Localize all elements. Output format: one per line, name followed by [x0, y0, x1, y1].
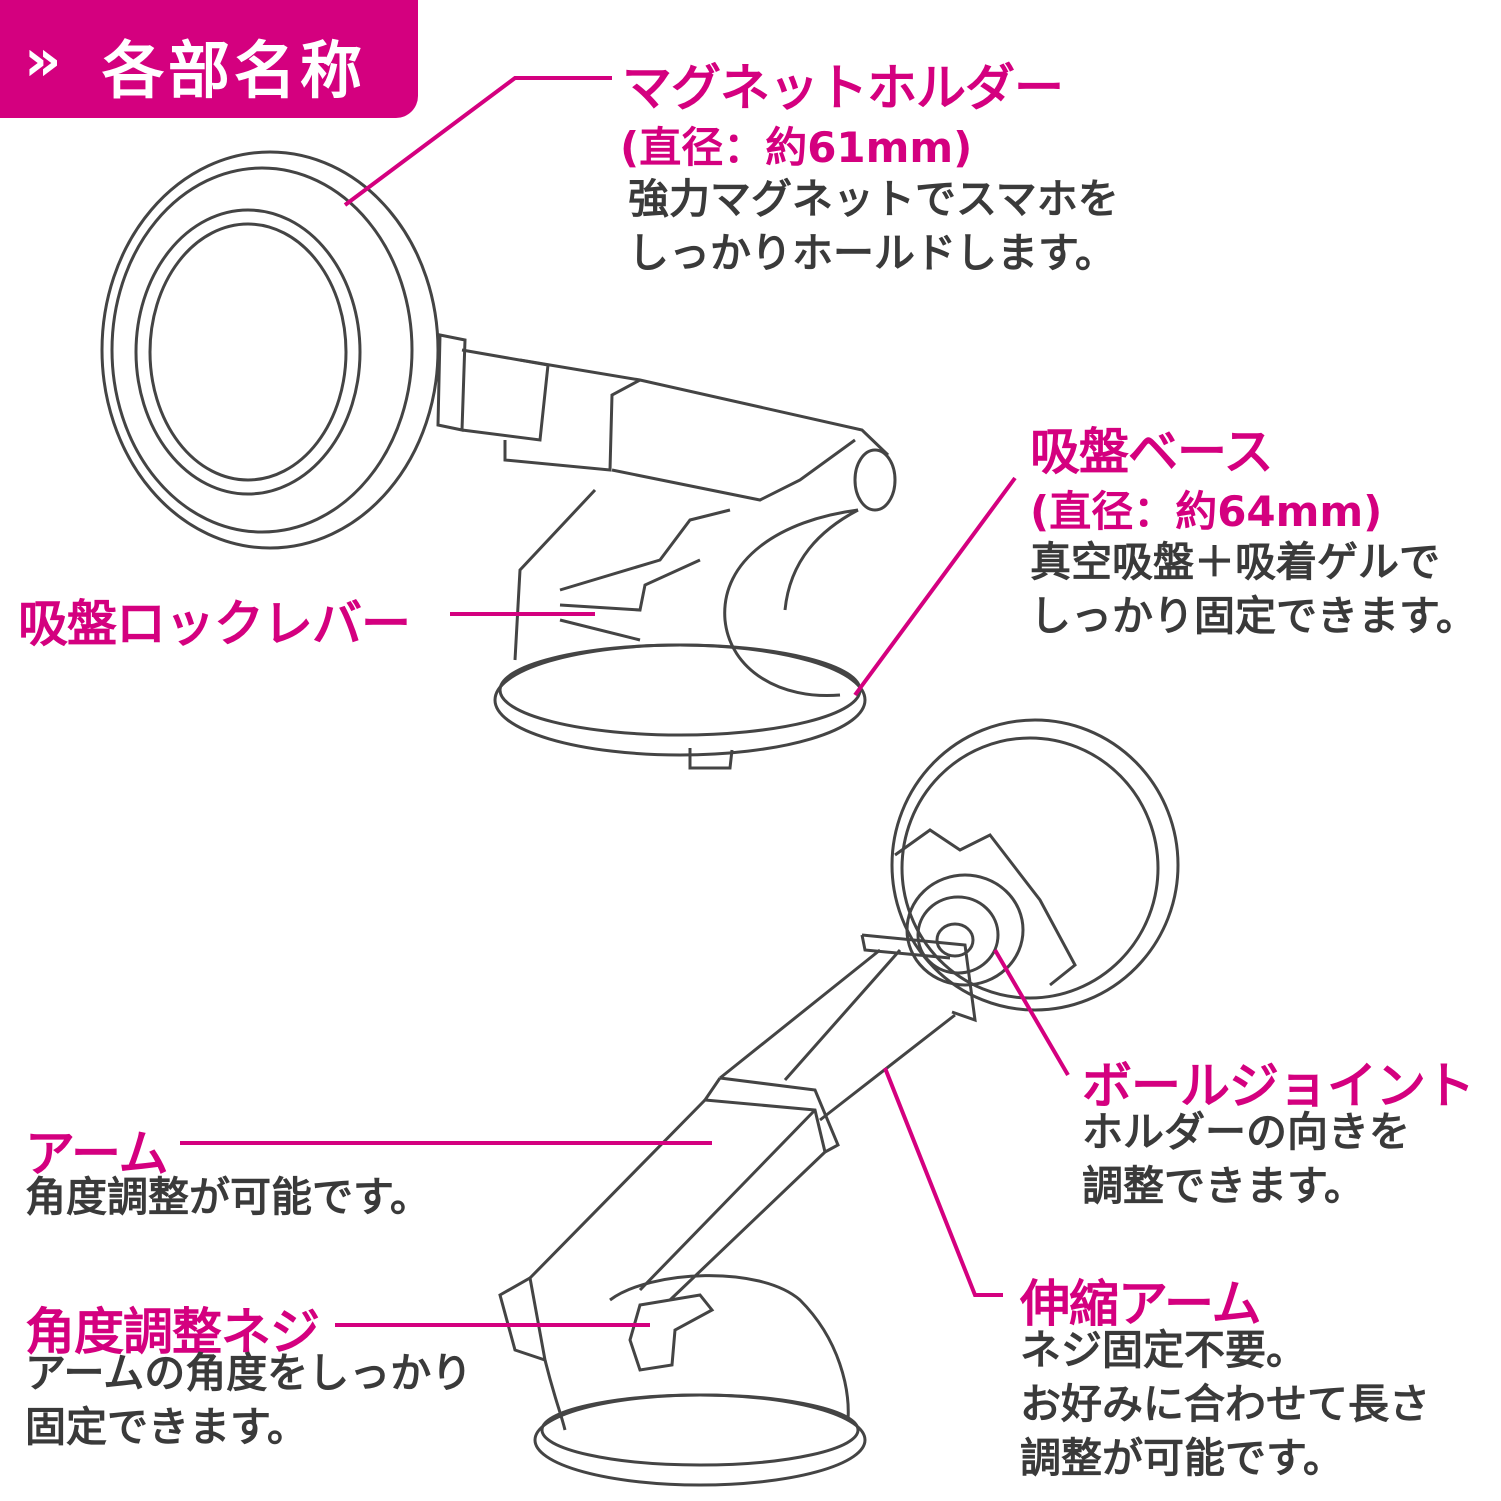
section-header: » 各部名称: [0, 0, 418, 118]
desc-line: アームの角度をしっかり: [25, 1349, 473, 1397]
desc-telescopic-arm: ネジ固定不要。 お好みに合わせて長さ 調整が可能です。: [1020, 1323, 1430, 1485]
leader-magnet-holder: [343, 76, 612, 207]
label-telescopic-arm: 伸縮アーム: [1020, 1275, 1261, 1333]
desc-ball-joint: ホルダーの向きを 調整できます。: [1082, 1105, 1410, 1213]
desc-line: お好みに合わせて長さ: [1020, 1380, 1430, 1428]
label-magnet-holder: マグネットホルダー: [622, 59, 1064, 117]
label-lock-lever: 吸盤ロックレバー: [18, 595, 411, 653]
spec-suction-base: (直径：約64mm): [1030, 487, 1383, 536]
desc-arm: 角度調整が可能です。: [25, 1170, 431, 1224]
desc-line: 固定できます。: [25, 1403, 308, 1451]
desc-magnet-holder: 強力マグネットでスマホを しっかりホールドします。: [628, 172, 1119, 280]
label-suction-base: 吸盤ベース: [1030, 423, 1273, 481]
label-arm: アーム: [25, 1125, 168, 1183]
spec-magnet-holder: (直径：約61mm): [620, 123, 973, 172]
leader-telescopic-arm: [883, 1067, 1003, 1297]
desc-line: 調整できます。: [1082, 1162, 1365, 1210]
desc-line: しっかりホールドします。: [628, 229, 1116, 277]
leader-suction-base: [853, 476, 1017, 697]
desc-line: 真空吸盤＋吸着ゲルで: [1030, 538, 1440, 586]
desc-line: 調整が可能です。: [1020, 1434, 1344, 1482]
desc-suction-base: 真空吸盤＋吸着ゲルで しっかり固定できます。: [1030, 535, 1477, 643]
label-ball-joint: ボールジョイント: [1082, 1057, 1475, 1115]
top-view-mount: [100, 150, 897, 770]
desc-line: ネジ固定不要。: [1020, 1326, 1307, 1374]
side-view-mount: [498, 718, 1180, 1487]
leader-lines: [180, 76, 1070, 1327]
magnet-holder-back: [890, 718, 1180, 1012]
desc-line: 強力マグネットでスマホを: [628, 175, 1119, 223]
leader-ball-joint: [993, 948, 1070, 1077]
desc-angle-screw: アームの角度をしっかり 固定できます。: [25, 1346, 472, 1454]
desc-line: ホルダーの向きを: [1082, 1108, 1410, 1156]
desc-line: しっかり固定できます。: [1030, 592, 1477, 640]
desc-line: 角度調整が可能です。: [25, 1173, 431, 1221]
section-title: 各部名称: [102, 34, 367, 107]
magnet-holder-outer: [100, 150, 440, 550]
label-angle-screw: 角度調整ネジ: [25, 1303, 320, 1361]
